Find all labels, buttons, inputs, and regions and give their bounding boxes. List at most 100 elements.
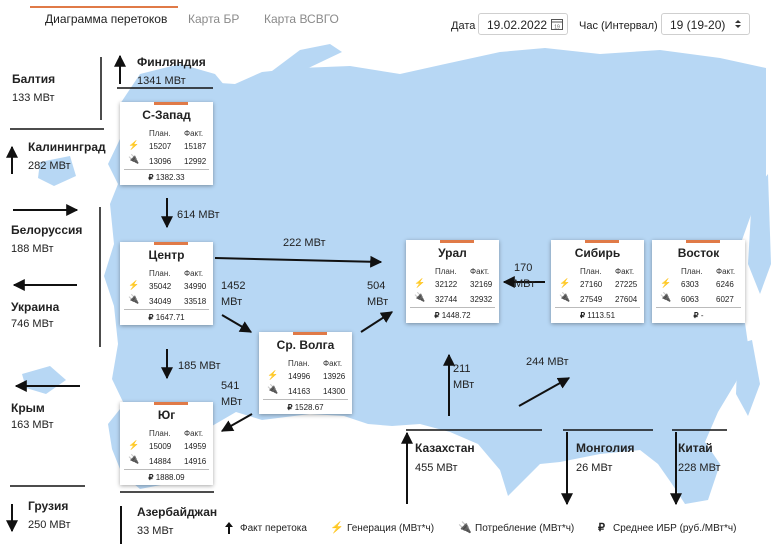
kazakhstan-value: 455 МВт [415,462,458,474]
node-yug[interactable]: Юг План. Факт. ⚡ 15009 14959 🔌 14884 149… [120,402,213,485]
lightning-icon: ⚡ [128,280,140,290]
centr-volga-arrow [221,314,253,333]
fact-header: Факт. [470,267,490,276]
ruble-icon: ₽ [434,311,442,320]
lightning-icon: ⚡ [559,278,571,288]
cons-plan: 14884 [149,457,172,466]
baltia-name: Балтия [12,72,56,86]
fact-header: Факт. [184,429,204,438]
legend-generation: Генерация (МВт*ч) [347,523,435,534]
node-accent-bar [686,240,720,243]
kola-peninsula-shape [120,64,230,106]
flow-volga-yug: 541 МВт [221,380,243,408]
hour-select[interactable]: 19 (19-20) [661,13,750,35]
gen-plan: 35042 [149,282,172,291]
node-ibr: ₽ 1647.71 [120,313,213,322]
centr-ural-arrow [214,255,383,268]
plug-icon: 🔌 [128,454,140,464]
node-szapad[interactable]: С-Запад План. Факт. ⚡ 15207 15187 🔌 1309… [120,102,213,185]
belarus-name: Белоруссия [11,223,83,237]
hour-label: Час (Интервал) [579,20,658,32]
plug-icon: 🔌 [267,384,279,394]
node-separator [263,399,348,400]
plug-icon: 🔌 [414,292,426,302]
fact-header: Факт. [716,267,736,276]
node-ibr: ₽ 1448.72 [406,311,499,320]
cons-plan: 27549 [580,295,603,304]
gen-fact: 14959 [184,442,207,451]
baltia-value: 133 МВт [12,92,55,104]
gen-fact: 15187 [184,142,207,151]
tab-vsvgo-map[interactable]: Карта ВСВГО [264,12,339,26]
ibr-value: - [700,311,704,320]
china-value: 228 МВт [678,462,721,474]
lightning-icon: ⚡ [128,140,140,150]
krym-name: Крым [11,401,45,415]
node-title: Восток [677,246,720,260]
volga-ural-arrow [360,311,394,333]
gen-plan: 15009 [149,442,172,451]
node-separator [656,307,741,308]
node-accent-bar [440,240,474,243]
node-ibr: ₽ 1528.67 [259,403,352,412]
gen-plan: 14996 [288,372,311,381]
sakhalin-shape [736,340,760,416]
novaya-zemlya-shape [268,44,342,88]
date-input[interactable]: 19.02.2022 19 [478,13,568,35]
ruble-icon: ₽ [148,173,156,182]
flow-szapad-centr: 614 МВт [177,209,220,221]
ibr-value: 1382.33 [155,173,185,182]
gen-fact: 34990 [184,282,207,291]
ibr-value: 1647.71 [155,313,185,322]
flow-centr-ural: 222 МВт [283,237,326,249]
node-volga[interactable]: Ср. Волга План. Факт. ⚡ 14996 13926 🔌 14… [259,332,352,414]
tab-br-map[interactable]: Карта БР [188,12,240,26]
node-vostok[interactable]: Восток План. Факт. ⚡ 6303 6246 🔌 6063 60… [652,240,745,323]
active-tab-indicator [30,6,178,8]
plug-icon: 🔌 [128,294,140,304]
node-title: Юг [157,408,176,422]
china-name: Китай [678,441,713,455]
flow-sibir-ural: 170 МВт [514,262,536,290]
gen-fact: 6246 [716,280,734,289]
tab-flow-diagram[interactable]: Диаграмма перетоков [45,12,168,26]
plan-header: План. [149,129,171,138]
ruble-icon: ₽ [287,403,295,412]
node-accent-bar [154,242,188,245]
ruble-icon: ₽ [148,313,156,322]
lightning-icon: ⚡ [660,278,672,288]
fact-header: Факт. [184,129,204,138]
flow-map: С-Запад План. Факт. ⚡ 15207 15187 🔌 1309… [0,44,771,554]
mongolia-name: Монголия [576,441,635,455]
ibr-value: 1528.67 [294,403,324,412]
top-bar: Диаграмма перетоков Карта БР Карта ВСВГО… [0,0,771,44]
cons-fact: 6027 [716,295,734,304]
node-centr[interactable]: Центр План. Факт. ⚡ 35042 34990 🔌 34049 … [120,242,213,325]
azerbaijan-name: Азербайджан [137,505,218,519]
ibr-value: 1888.09 [155,473,185,482]
cons-fact: 14916 [184,457,207,466]
node-separator [124,169,209,170]
node-sibir[interactable]: Сибирь План. Факт. ⚡ 27160 27225 🔌 27549… [551,240,644,323]
node-title: Ср. Волга [276,338,335,352]
ukraine-name: Украина [11,300,60,314]
kazakhstan-name: Казахстан [415,441,475,455]
ruble-icon: ₽ [148,473,156,482]
node-title: С-Запад [142,108,191,122]
cons-fact: 27604 [615,295,638,304]
flow-kazakh-ural: 211 МВт [453,363,475,391]
cons-plan: 14163 [288,387,311,396]
flow-volga-ural: 504 МВт [367,280,389,308]
kamchatka-shape [748,174,771,294]
cons-plan: 32744 [435,295,458,304]
lightning-icon: ⚡ [128,440,140,450]
calendar-icon[interactable]: 19 [551,18,563,30]
node-ural[interactable]: Урал План. Факт. ⚡ 32122 32169 🔌 32744 3… [406,240,499,323]
node-separator [124,309,209,310]
gen-fact: 32169 [470,280,493,289]
fact-header: Факт. [184,269,204,278]
node-ibr: ₽ - [652,311,745,320]
gen-fact: 27225 [615,280,638,289]
flow-centr-yug: 185 МВт [178,360,221,372]
